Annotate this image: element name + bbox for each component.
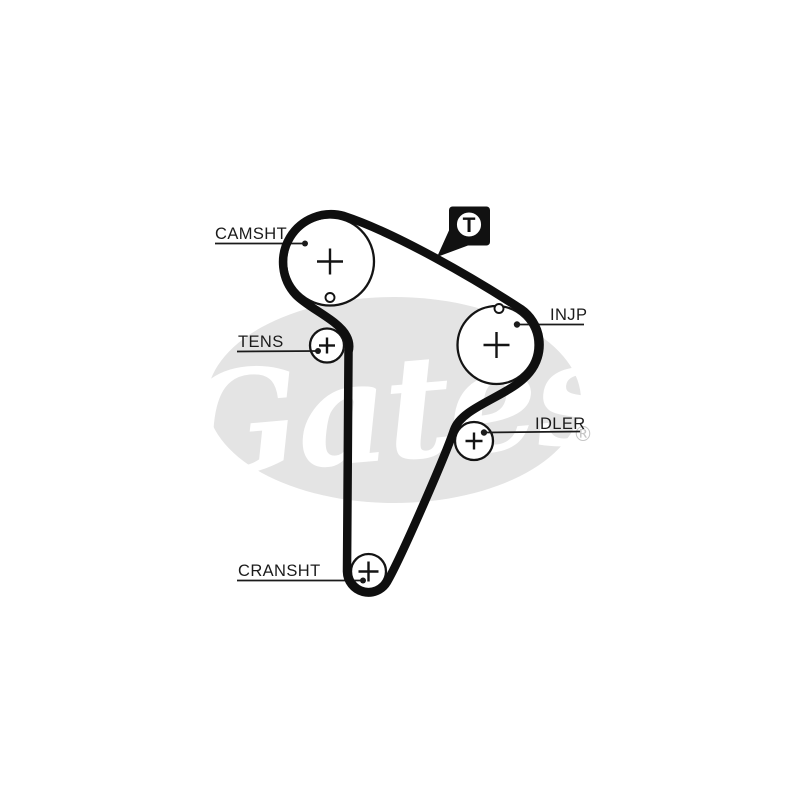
injection-pump-label-text: INJP <box>550 306 587 324</box>
tensioner-leader-line <box>236 350 319 353</box>
registered-trademark-icon: ® <box>573 422 593 446</box>
pulley-camshaft <box>284 216 376 307</box>
timing-belt-path <box>278 210 544 597</box>
injection-pump-timing-dot-icon <box>493 303 505 314</box>
crankshaft-label-text: CRANSHT <box>238 562 321 580</box>
crankshaft-center-cross-icon <box>358 561 379 582</box>
crankshaft-leader-dot <box>360 577 366 584</box>
label-injection-pump: INJP <box>513 306 587 328</box>
camshaft-leader-dot <box>302 240 308 247</box>
badge-inner-circle <box>455 210 483 239</box>
injection-pump-leader-dot <box>513 321 521 328</box>
idler-leader-line <box>483 430 581 434</box>
camshaft-center-cross-icon <box>317 248 343 275</box>
label-crankshaft: CRANSHT <box>237 562 366 584</box>
injection-pump-center-cross-icon <box>483 332 510 358</box>
timing-mark-badge: T <box>437 206 490 257</box>
pulley-idler <box>453 420 495 462</box>
tensioner-label-text: TENS <box>238 333 284 351</box>
gates-watermark: Gates ® <box>172 297 620 512</box>
idler-center-cross-icon <box>465 432 483 450</box>
idler-label-text: IDLER <box>535 415 586 433</box>
tensioner-leader-dot <box>315 348 321 354</box>
tensioner-center-cross-icon <box>319 337 335 354</box>
pulley-tensioner <box>308 327 346 364</box>
idler-leader-dot <box>480 429 488 436</box>
label-tensioner: TENS <box>236 333 321 354</box>
label-idler: IDLER <box>480 415 586 436</box>
camshaft-timing-dot-icon <box>324 292 336 303</box>
badge-letter-t: T <box>463 214 476 237</box>
watermark-brand-script: Gates <box>172 308 620 511</box>
camshaft-label-text: CAMSHT <box>215 225 287 243</box>
